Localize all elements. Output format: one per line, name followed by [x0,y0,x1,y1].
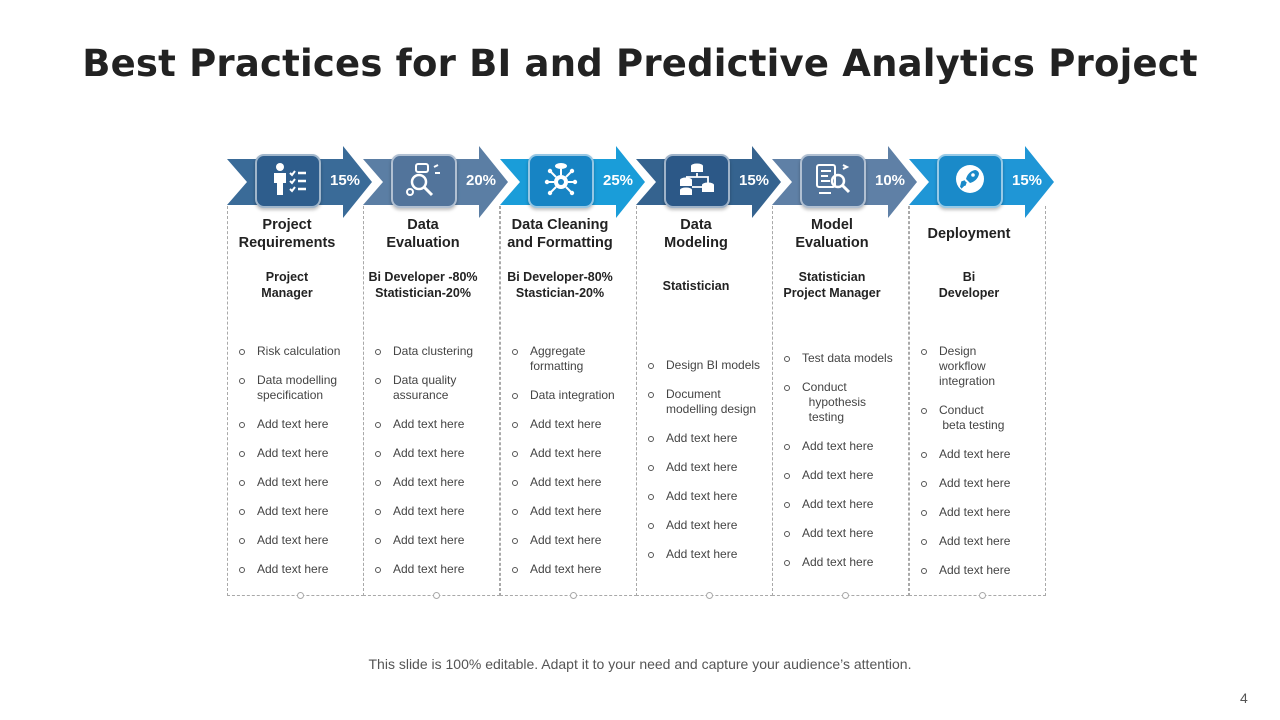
stage-percent: 15% [329,172,361,189]
model-analysis-icon [813,161,853,202]
stage-role: Bi Developer [938,270,1000,300]
stage-percent: 10% [874,172,906,189]
task-item: Add text here [510,562,632,577]
stage-percent: 15% [738,172,770,189]
task-item: Add text here [373,417,495,432]
task-item: Test data models [782,351,904,366]
task-item: Data clustering [373,344,495,359]
stage-role: Statistician [662,279,730,293]
stage-percent: 15% [1011,172,1043,189]
footer-note: This slide is 100% editable. Adapt it to… [368,656,912,672]
task-item: Add text here [373,504,495,519]
task-item: Risk calculation [237,344,359,359]
stage-frame [772,206,909,596]
stage-icon-badge [937,154,1003,208]
stage-title: Project Requirements [238,217,336,251]
stage-icon-badge [528,154,594,208]
task-item: Add text here [237,417,359,432]
frame-connector-dot [570,592,577,599]
slide-title: Best Practices for BI and Predictive Ana… [82,42,1198,85]
data-hub-icon [541,161,581,202]
stage-title: Data Modeling [664,217,728,251]
task-item: Add text here [919,534,1041,549]
stage-title: Data Evaluation [386,217,460,251]
task-item: Add text here [646,489,768,504]
task-item: Add text here [373,446,495,461]
stage-role: Bi Developer -80% Statistician-20% [368,270,478,300]
task-item: Add text here [919,476,1041,491]
task-item: Add text here [237,504,359,519]
stage-role: Statistician Project Manager [783,270,881,300]
stage-icon-badge [255,154,321,208]
stage-icon-badge [800,154,866,208]
task-item: Conduct hypothesis testing [782,380,904,425]
data-magnifier-icon [404,161,444,202]
task-item: Data quality assurance [373,373,495,403]
task-item: Add text here [510,533,632,548]
stage-icon-badge [664,154,730,208]
task-item: Aggregate formatting [510,344,632,374]
stage-title: Model Evaluation [795,217,869,251]
task-item: Add text here [510,504,632,519]
stage-column: 20% Data Evaluation Bi Developer -80% Stat… [363,148,500,600]
stage-title: Deployment [927,226,1011,242]
frame-connector-dot [706,592,713,599]
stage-column: 25% Data Cleaning and Formatting Bi Develo… [500,148,637,600]
stage-frame [909,206,1046,596]
task-item: Add text here [237,475,359,490]
task-item: Add text here [237,446,359,461]
task-item: Add text here [646,460,768,475]
task-item: Add text here [646,431,768,446]
task-item: Add text here [510,417,632,432]
task-item: Conduct beta testing [919,403,1041,433]
task-item: Add text here [373,475,495,490]
task-item: Design BI models [646,358,768,373]
task-item: Data integration [510,388,632,403]
stage-frame [363,206,500,596]
page-number: 4 [1240,690,1248,706]
task-item: Add text here [646,547,768,562]
stage-percent: 25% [602,172,634,189]
task-item: Document modelling design [646,387,768,417]
task-item: Add text here [782,468,904,483]
frame-connector-dot [297,592,304,599]
frame-connector-dot [979,592,986,599]
task-item: Add text here [782,439,904,454]
task-item: Add text here [510,475,632,490]
task-item: Add text here [782,526,904,541]
task-item: Add text here [237,533,359,548]
stage-role: Project Manager [261,270,313,300]
task-item: Data modelling specification [237,373,359,403]
task-item: Design workflow integration [919,344,1041,389]
stage-percent: 20% [465,172,497,189]
stage-icon-badge [391,154,457,208]
task-item: Add text here [919,563,1041,578]
stage-title: Data Cleaning and Formatting [507,217,613,251]
frame-connector-dot [433,592,440,599]
person-checklist-icon [268,161,308,202]
task-item: Add text here [919,447,1041,462]
task-item: Add text here [373,562,495,577]
task-item: Add text here [646,518,768,533]
database-flow-icon [677,161,717,202]
task-item: Add text here [782,555,904,570]
task-item: Add text here [510,446,632,461]
stage-role: Bi Developer-80% Stastician-20% [507,270,613,300]
rocket-icon [952,161,988,202]
task-item: Add text here [919,505,1041,520]
frame-connector-dot [842,592,849,599]
task-item: Add text here [782,497,904,512]
task-item: Add text here [237,562,359,577]
task-item: Add text here [373,533,495,548]
